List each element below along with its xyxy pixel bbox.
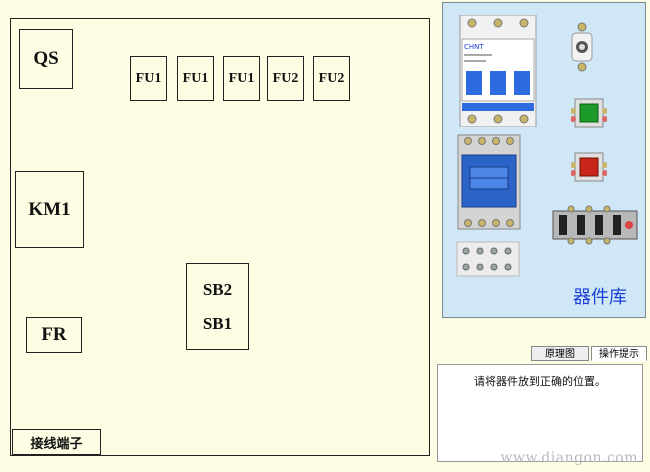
slot-sb[interactable]: SB2 SB1 (186, 263, 249, 350)
slot-fu1-a[interactable]: FU1 (130, 56, 167, 101)
tab-schematic[interactable]: 原理图 (531, 346, 589, 361)
indicator-lamp-component[interactable] (565, 21, 599, 73)
red-button-component[interactable] (570, 149, 608, 185)
slot-sb2-label: SB2 (202, 279, 233, 299)
svg-text:CHNT: CHNT (464, 43, 484, 51)
slot-terminal[interactable]: 接线端子 (12, 429, 101, 455)
slot-fu1-b[interactable]: FU1 (177, 56, 214, 101)
lamp-icon (571, 22, 593, 72)
slot-fu1-c[interactable]: FU1 (223, 56, 260, 101)
red-pushbutton-icon (570, 152, 608, 182)
thermal-relay-component[interactable] (547, 203, 643, 247)
tab-operation-hint[interactable]: 操作提示 (591, 346, 647, 361)
thermal-relay-icon (552, 205, 638, 245)
hint-text: 请将器件放到正确的位置。 (474, 375, 606, 388)
watermark: www.diangon.com (500, 450, 638, 466)
library-title: 器件库 (573, 287, 627, 308)
hint-panel: 请将器件放到正确的位置。 (437, 364, 643, 462)
slot-fu2-a[interactable]: FU2 (267, 56, 304, 101)
contactor-component[interactable] (456, 133, 522, 231)
component-library: CHNT (442, 2, 646, 318)
green-pushbutton-icon (570, 98, 608, 128)
circuit-breaker-component[interactable]: CHNT (458, 14, 538, 128)
slot-fu2-b[interactable]: FU2 (313, 56, 350, 101)
slot-qs[interactable]: QS (19, 29, 73, 89)
slot-fr[interactable]: FR (26, 317, 82, 353)
fuse-holders-component[interactable] (456, 241, 520, 277)
slot-km1[interactable]: KM1 (15, 171, 84, 248)
layout-board: QS FU1 FU1 FU1 FU2 FU2 KM1 SB2 SB1 FR 接线… (10, 18, 430, 456)
circuit-breaker-icon: CHNT (459, 14, 537, 128)
green-button-component[interactable] (570, 95, 608, 131)
contactor-icon (457, 134, 521, 230)
fuse-holder-icon (456, 241, 520, 277)
slot-sb1-label: SB1 (202, 313, 233, 333)
